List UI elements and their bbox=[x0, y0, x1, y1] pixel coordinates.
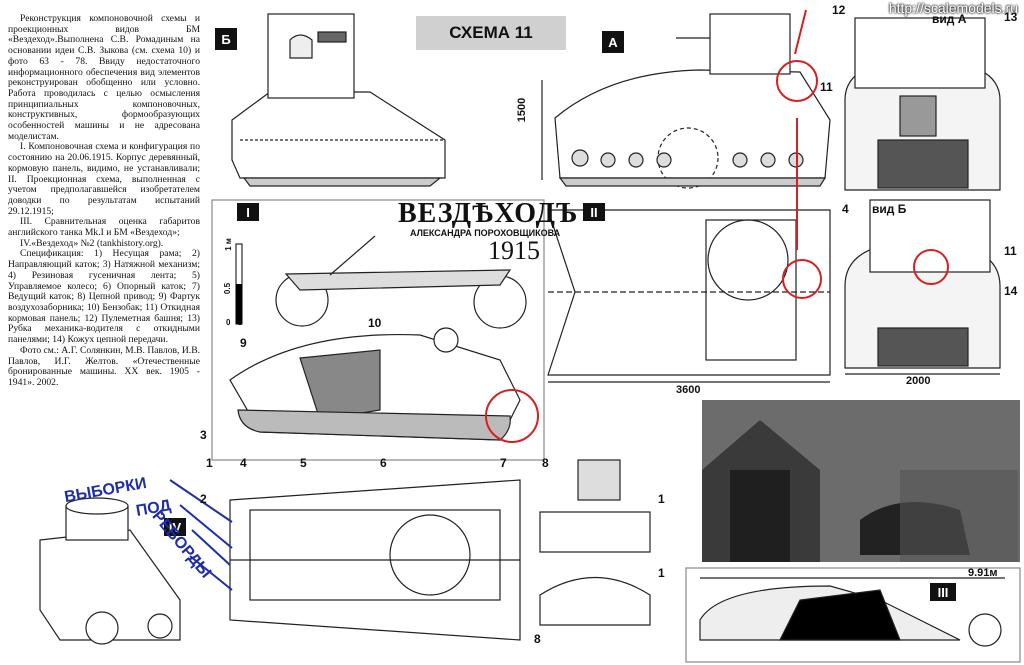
callout-11b: 11 bbox=[1004, 244, 1017, 258]
dim-width: 2000 bbox=[906, 375, 931, 387]
tag-view-1: I bbox=[237, 203, 259, 221]
callout-1c: 1 bbox=[658, 566, 665, 580]
callout-8: 8 bbox=[542, 456, 549, 470]
text-para-5: Спецификация: 1) Несущая рама; 2) Направ… bbox=[8, 248, 200, 346]
tag-view-a: А bbox=[602, 31, 624, 53]
watermark: http://scalemodels.ru bbox=[888, 0, 1018, 16]
callout-4b: 4 bbox=[842, 202, 849, 216]
dim-mk1: 9.91м bbox=[968, 567, 998, 579]
scheme-title: СХЕМА 11 bbox=[416, 16, 566, 50]
tag-view-4: IV bbox=[164, 518, 186, 536]
sign-title: ВЕЗДѢХОДЪ bbox=[398, 198, 579, 229]
callout-7: 7 bbox=[500, 456, 507, 470]
callout-1: 1 bbox=[206, 456, 213, 470]
text-para-6: Фото см.: А.Г. Солянкин, М.В. Павлов, И.… bbox=[8, 344, 200, 388]
callout-4: 4 bbox=[240, 456, 247, 470]
scale-1m: 1 м bbox=[223, 238, 233, 251]
tag-view-3: III bbox=[930, 583, 956, 601]
tag-view-2: II bbox=[583, 203, 605, 221]
callout-2: 2 bbox=[200, 492, 207, 506]
sign-year: 1915 bbox=[488, 236, 540, 265]
tag-view-b: Б bbox=[215, 28, 237, 50]
dim-height: 1500 bbox=[516, 97, 529, 123]
callout-9: 9 bbox=[240, 336, 247, 350]
dim-length: 3600 bbox=[676, 384, 701, 396]
callout-8b: 8 bbox=[534, 632, 541, 646]
callout-6: 6 bbox=[380, 456, 387, 470]
sign-author: АЛЕКСАНДРА ПОРОХОВЩИКОВА bbox=[410, 228, 561, 238]
text-para-2: I. Компоновочная схема и конфигурация по… bbox=[8, 141, 200, 217]
callout-11a: 11 bbox=[820, 80, 833, 94]
callout-5: 5 bbox=[300, 456, 307, 470]
callout-14: 14 bbox=[1004, 284, 1018, 298]
callout-13: 13 bbox=[1004, 10, 1018, 24]
scale-zero: 0 bbox=[226, 318, 231, 327]
text-para-3: III. Сравнительная оценка габаритов англ… bbox=[8, 216, 200, 239]
callout-10: 10 bbox=[368, 316, 382, 330]
callout-1b: 1 bbox=[658, 492, 665, 506]
scale-half: 0.5 bbox=[223, 282, 233, 295]
label-vid-a: вид А bbox=[932, 12, 967, 26]
text-para-4: IV.«Вездеход» №2 (tankhistory.org). bbox=[20, 237, 164, 249]
label-vid-b: вид Б bbox=[872, 202, 907, 216]
text-para-1: Реконструкция компоновочной схемы и прое… bbox=[8, 13, 200, 142]
callout-12: 12 bbox=[832, 3, 846, 17]
callout-3: 3 bbox=[200, 428, 207, 442]
description-text: Реконструкция компоновочной схемы и прое… bbox=[8, 13, 200, 389]
